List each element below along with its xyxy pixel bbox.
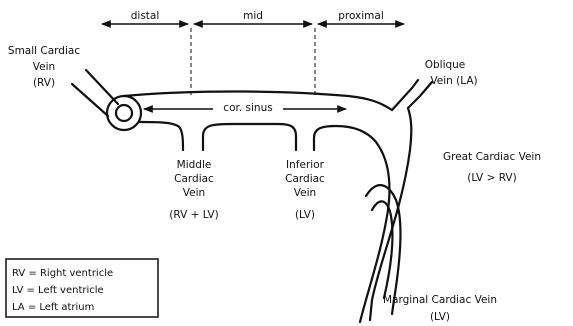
inferior-cardiac-vein-label: Inferior Cardiac Vein (LV) <box>285 159 325 221</box>
great-cardiac-vein-label: Great Cardiac Vein (LV > RV) <box>443 151 541 184</box>
svg-text:Oblique: Oblique <box>425 59 466 71</box>
svg-text:Middle: Middle <box>177 159 212 171</box>
sinus-bottom-wall-distal <box>140 122 183 150</box>
legend-item-lv: LV = Left ventricle <box>12 285 104 296</box>
legend-item-rv: RV = Right ventricle <box>12 268 113 279</box>
svg-text:Inferior: Inferior <box>286 159 325 171</box>
distal-coil-outer <box>107 96 141 130</box>
small-cardiac-vein-label: Small Cardiac Vein (RV) <box>8 45 80 89</box>
middle-cardiac-vein-label: Middle Cardiac Vein (RV + LV) <box>169 159 218 221</box>
svg-text:Cardiac: Cardiac <box>174 173 214 185</box>
svg-text:(LV): (LV) <box>295 209 315 221</box>
distal-coil-inner <box>116 105 132 121</box>
coronary-sinus-annotation: cor. sinus <box>144 100 346 114</box>
distal-label: distal <box>131 10 160 22</box>
svg-text:Great Cardiac Vein: Great Cardiac Vein <box>443 151 541 163</box>
legend: RV = Right ventricle LV = Left ventricle… <box>6 259 158 317</box>
svg-text:Vein: Vein <box>294 187 316 199</box>
svg-text:Vein: Vein <box>33 61 55 73</box>
svg-text:Marginal Cardiac Vein: Marginal Cardiac Vein <box>383 294 497 306</box>
inferior-vein-right-wall <box>314 126 390 322</box>
svg-text:Vein (LA): Vein (LA) <box>430 75 477 87</box>
svg-text:Vein: Vein <box>183 187 205 199</box>
oblique-vein-upper-wall <box>408 82 432 108</box>
marginal-cardiac-vein-label: Marginal Cardiac Vein (LV) <box>383 294 497 323</box>
middle-vein-right-wall <box>203 124 296 150</box>
segment-indicators: distal mid proximal <box>102 10 404 98</box>
cor-sinus-label: cor. sinus <box>223 102 272 114</box>
proximal-label: proximal <box>338 10 384 22</box>
svg-text:(RV + LV): (RV + LV) <box>169 209 218 221</box>
oblique-vein-label: Oblique Vein (LA) <box>425 59 478 87</box>
svg-text:Cardiac: Cardiac <box>285 173 325 185</box>
mid-label: mid <box>243 10 263 22</box>
svg-text:(LV): (LV) <box>430 311 450 323</box>
legend-item-la: LA = Left atrium <box>12 302 94 313</box>
svg-text:(RV): (RV) <box>33 77 55 89</box>
svg-text:Small Cardiac: Small Cardiac <box>8 45 80 57</box>
oblique-vein-lower-wall <box>392 80 418 110</box>
svg-text:(LV > RV): (LV > RV) <box>467 172 516 184</box>
